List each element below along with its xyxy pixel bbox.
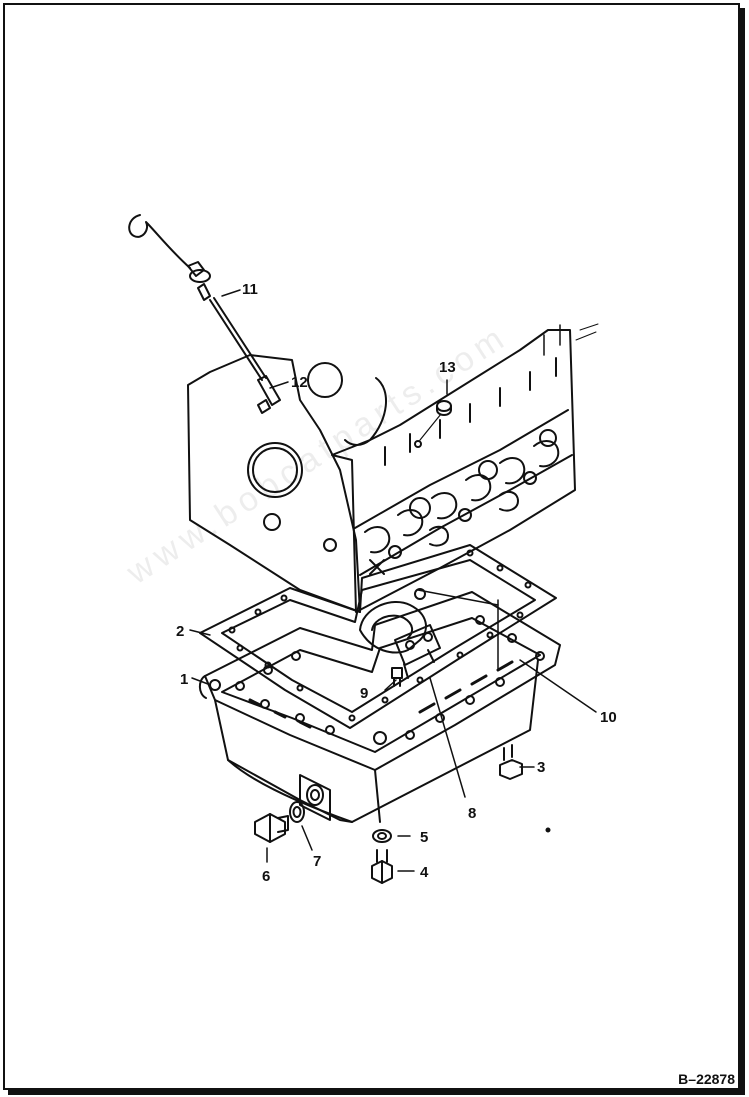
callout-6: 6 <box>262 868 270 885</box>
callout-13: 13 <box>439 359 456 376</box>
callout-12: 12 <box>291 374 308 391</box>
dipstick-assembly <box>128 214 281 414</box>
plug-part-13 <box>414 400 452 448</box>
callout-9: 9 <box>360 685 368 702</box>
frame-shadow-bottom <box>8 1090 745 1095</box>
callout-labels: 1 2 3 4 5 6 7 8 9 10 11 12 13 <box>176 281 617 885</box>
callout-5: 5 <box>420 829 428 846</box>
callout-11: 11 <box>242 281 258 298</box>
drain-washer <box>289 801 305 823</box>
callout-7: 7 <box>313 853 321 870</box>
bolt-part-3 <box>499 744 523 780</box>
callout-1: 1 <box>180 671 188 688</box>
drain-plug <box>254 813 289 843</box>
diagram-frame <box>3 3 740 1090</box>
leader-lines <box>189 289 597 872</box>
oil-pan-gasket <box>199 544 557 729</box>
figure-id-label: B–22878 <box>678 1071 735 1087</box>
callout-8: 8 <box>468 805 476 822</box>
washer-part-5 <box>372 829 392 843</box>
callout-10: 10 <box>600 709 617 726</box>
oil-strainer <box>359 588 499 679</box>
oil-pan <box>198 591 561 823</box>
callout-2: 2 <box>176 623 184 640</box>
engine-block <box>187 323 599 613</box>
callout-3: 3 <box>537 759 545 776</box>
frame-shadow-right <box>740 8 745 1095</box>
bolt-part-4 <box>371 849 393 884</box>
callout-4: 4 <box>420 864 429 881</box>
